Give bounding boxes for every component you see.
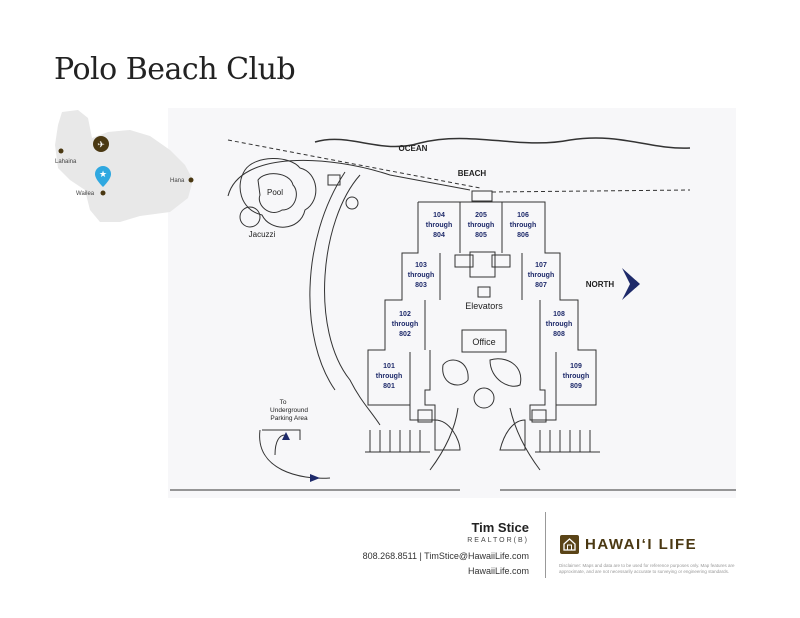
label-ocean: OCEAN — [399, 144, 428, 153]
label-north: NORTH — [586, 280, 615, 289]
agent-contact: 808.268.8511 | TimStice@HawaiiLife.com — [363, 551, 529, 561]
svg-text:Parking Area: Parking Area — [270, 415, 308, 422]
label-hana: Hana — [170, 178, 185, 184]
unit-label: through — [546, 321, 572, 328]
unit-label: 803 — [415, 282, 427, 289]
svg-text:Underground: Underground — [270, 407, 308, 414]
unit-label: 807 — [535, 282, 547, 289]
brand-name: HAWAI‘I LIFE — [585, 536, 698, 553]
direction-arrow-icon — [282, 432, 290, 440]
hana-dot — [188, 177, 194, 183]
label-wailea: Wailea — [76, 191, 95, 197]
disclaimer: Disclaimer: Maps and data are to be used… — [559, 563, 735, 574]
label-elevators: Elevators — [465, 301, 503, 311]
agent-phone[interactable]: 808.268.8511 — [362, 551, 417, 561]
divider — [545, 512, 546, 578]
unit-label: 102 — [399, 311, 411, 318]
agent-email[interactable]: TimStice@HawaiiLife.com — [424, 551, 529, 561]
unit-label: through — [468, 222, 494, 229]
page-title: Polo Beach Club — [54, 52, 296, 87]
label-jacuzzi: Jacuzzi — [249, 230, 276, 239]
unit-label: 101 — [383, 363, 395, 370]
location-pin-star-icon — [95, 166, 111, 187]
unit-label: 804 — [433, 232, 445, 239]
label-parking: To — [280, 399, 287, 406]
lahaina-dot — [58, 148, 64, 154]
unit-label: 801 — [383, 383, 395, 390]
unit-label: through — [376, 373, 402, 380]
house-icon — [560, 535, 579, 554]
agent-name: Tim Stice — [471, 520, 529, 535]
svg-text:✈: ✈ — [97, 140, 105, 150]
wailea-dot — [100, 190, 106, 196]
unit-label: through — [408, 272, 434, 279]
hawaii-life-logo: HAWAI‘I LIFE — [560, 535, 697, 554]
unit-label: through — [426, 222, 452, 229]
unit-label: 104 — [433, 212, 445, 219]
separator: | — [419, 551, 422, 561]
unit-label: through — [563, 373, 589, 380]
label-office: Office — [472, 337, 495, 347]
label-beach: BEACH — [458, 169, 487, 178]
unit-label: 806 — [517, 232, 529, 239]
unit-label: 809 — [570, 383, 582, 390]
unit-label: 106 — [517, 212, 529, 219]
site-plan — [170, 137, 736, 491]
direction-arrow-icon — [310, 474, 320, 482]
north-arrow-icon — [622, 268, 640, 300]
agent-website[interactable]: HawaiiLife.com — [467, 566, 529, 576]
svg-text:★: ★ — [99, 169, 107, 179]
airport-icon — [93, 136, 109, 152]
unit-label: 103 — [415, 262, 427, 269]
maui-locator-map: ✈ Lahaina Wailea Hana ★ — [55, 110, 194, 222]
unit-label: 109 — [570, 363, 582, 370]
unit-label: 805 — [475, 232, 487, 239]
unit-label: 808 — [553, 331, 565, 338]
unit-label: through — [392, 321, 418, 328]
unit-label: 108 — [553, 311, 565, 318]
unit-label: 107 — [535, 262, 547, 269]
unit-label: through — [528, 272, 554, 279]
label-lahaina: Lahaina — [55, 159, 77, 165]
site-plan-background — [168, 108, 736, 498]
agent-role: REALTOR(B) — [467, 537, 529, 544]
unit-label: 205 — [475, 212, 487, 219]
unit-label: through — [510, 222, 536, 229]
unit-label: 802 — [399, 331, 411, 338]
label-pool: Pool — [267, 188, 283, 197]
